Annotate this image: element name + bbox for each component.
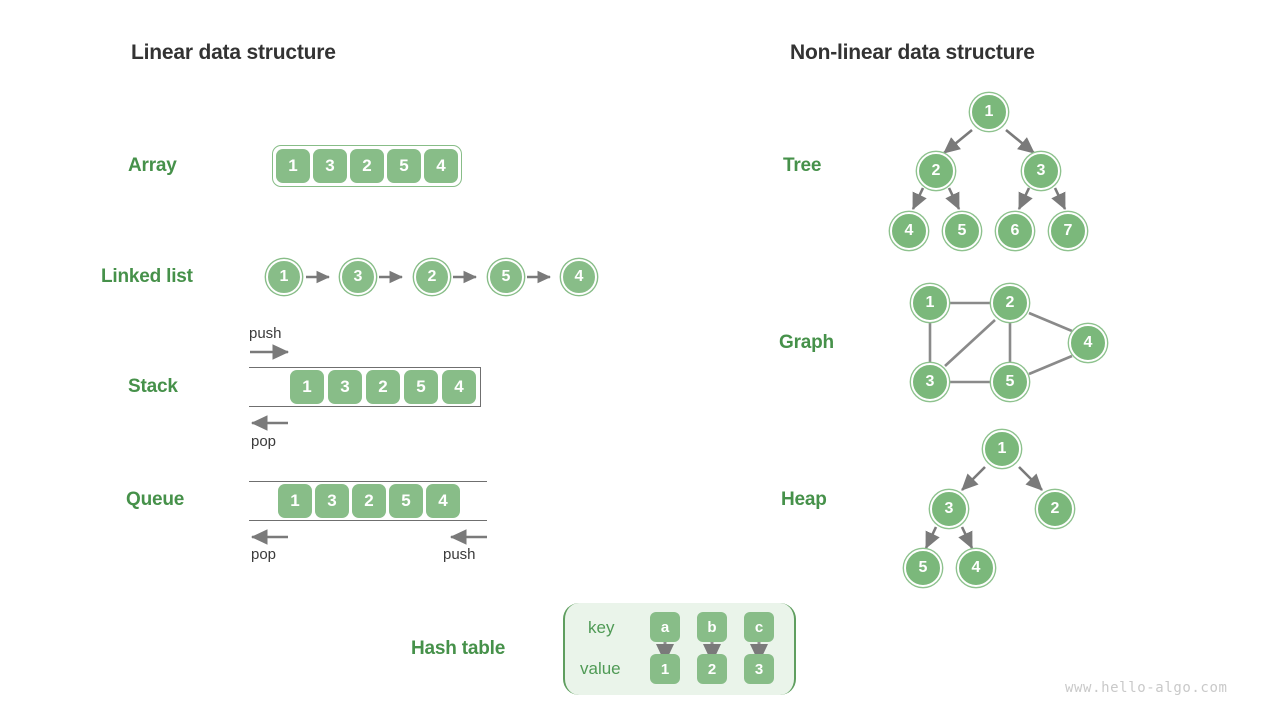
linked-list-node: 4	[561, 259, 597, 295]
graph-node: 5	[991, 363, 1029, 401]
label-queue: Queue	[126, 489, 185, 510]
array-cell: 4	[424, 149, 458, 183]
queue-cell: 5	[389, 484, 423, 518]
stack-cell: 3	[328, 370, 362, 404]
hash-key-label: key	[588, 618, 615, 637]
label-stack: Stack	[128, 376, 178, 397]
heap-node: 1	[983, 430, 1021, 468]
hash-value-cell: 1	[650, 654, 680, 684]
tree-node: 4	[890, 212, 928, 250]
queue-cell: 3	[315, 484, 349, 518]
hash-key-cell: b	[697, 612, 727, 642]
hash-value-label: value	[580, 659, 621, 678]
heap-node: 2	[1036, 490, 1074, 528]
hash-value-cell: 3	[744, 654, 774, 684]
tree-node: 7	[1049, 212, 1087, 250]
tree-node: 6	[996, 212, 1034, 250]
graph-node: 3	[911, 363, 949, 401]
linked-list-node: 2	[414, 259, 450, 295]
tree-node: 1	[970, 93, 1008, 131]
heap-node: 5	[904, 549, 942, 587]
hash-value-cell: 2	[697, 654, 727, 684]
queue-cell: 1	[278, 484, 312, 518]
stack-cell: 1	[290, 370, 324, 404]
stack-pop-label: pop	[251, 433, 277, 450]
stack-cell: 5	[404, 370, 438, 404]
array-container: 1 3 2 5 4	[272, 145, 462, 187]
linked-list-node: 5	[488, 259, 524, 295]
linked-list-node-value: 1	[266, 259, 302, 295]
queue-container: 1 3 2 5 4	[249, 481, 487, 521]
array-cell: 3	[313, 149, 347, 183]
heading-nonlinear: Non-linear data structure	[790, 41, 1035, 64]
array-cell: 1	[276, 149, 310, 183]
hash-key-cell: c	[744, 612, 774, 642]
stack-cell: 4	[442, 370, 476, 404]
label-hash-table: Hash table	[411, 638, 506, 659]
heap-node: 3	[930, 490, 968, 528]
label-heap: Heap	[781, 489, 827, 510]
heap-node: 4	[957, 549, 995, 587]
linked-list-node-value: 4	[561, 259, 597, 295]
label-linked-list: Linked list	[101, 266, 193, 287]
heading-linear: Linear data structure	[131, 41, 336, 64]
stack-push-label: push	[249, 325, 282, 342]
queue-cell: 2	[352, 484, 386, 518]
tree-node: 2	[917, 152, 955, 190]
label-graph: Graph	[779, 332, 834, 353]
graph-node: 2	[991, 284, 1029, 322]
linked-list-node: 1	[266, 259, 302, 295]
linked-list-node-value: 5	[488, 259, 524, 295]
linked-list-node-value: 3	[340, 259, 376, 295]
tree-node: 3	[1022, 152, 1060, 190]
graph-node: 4	[1069, 324, 1107, 362]
linked-list-node-value: 2	[414, 259, 450, 295]
queue-push-label: push	[443, 546, 476, 563]
array-cell: 5	[387, 149, 421, 183]
stack-cell: 2	[366, 370, 400, 404]
hash-key-cell: a	[650, 612, 680, 642]
queue-cell: 4	[426, 484, 460, 518]
watermark: www.hello-algo.com	[1065, 680, 1228, 696]
array-cell: 2	[350, 149, 384, 183]
label-tree: Tree	[783, 155, 822, 176]
linked-list-node: 3	[340, 259, 376, 295]
queue-pop-label: pop	[251, 546, 277, 563]
tree-node: 5	[943, 212, 981, 250]
stack-container: 1 3 2 5 4	[249, 367, 481, 407]
label-array: Array	[128, 155, 177, 176]
graph-node: 1	[911, 284, 949, 322]
